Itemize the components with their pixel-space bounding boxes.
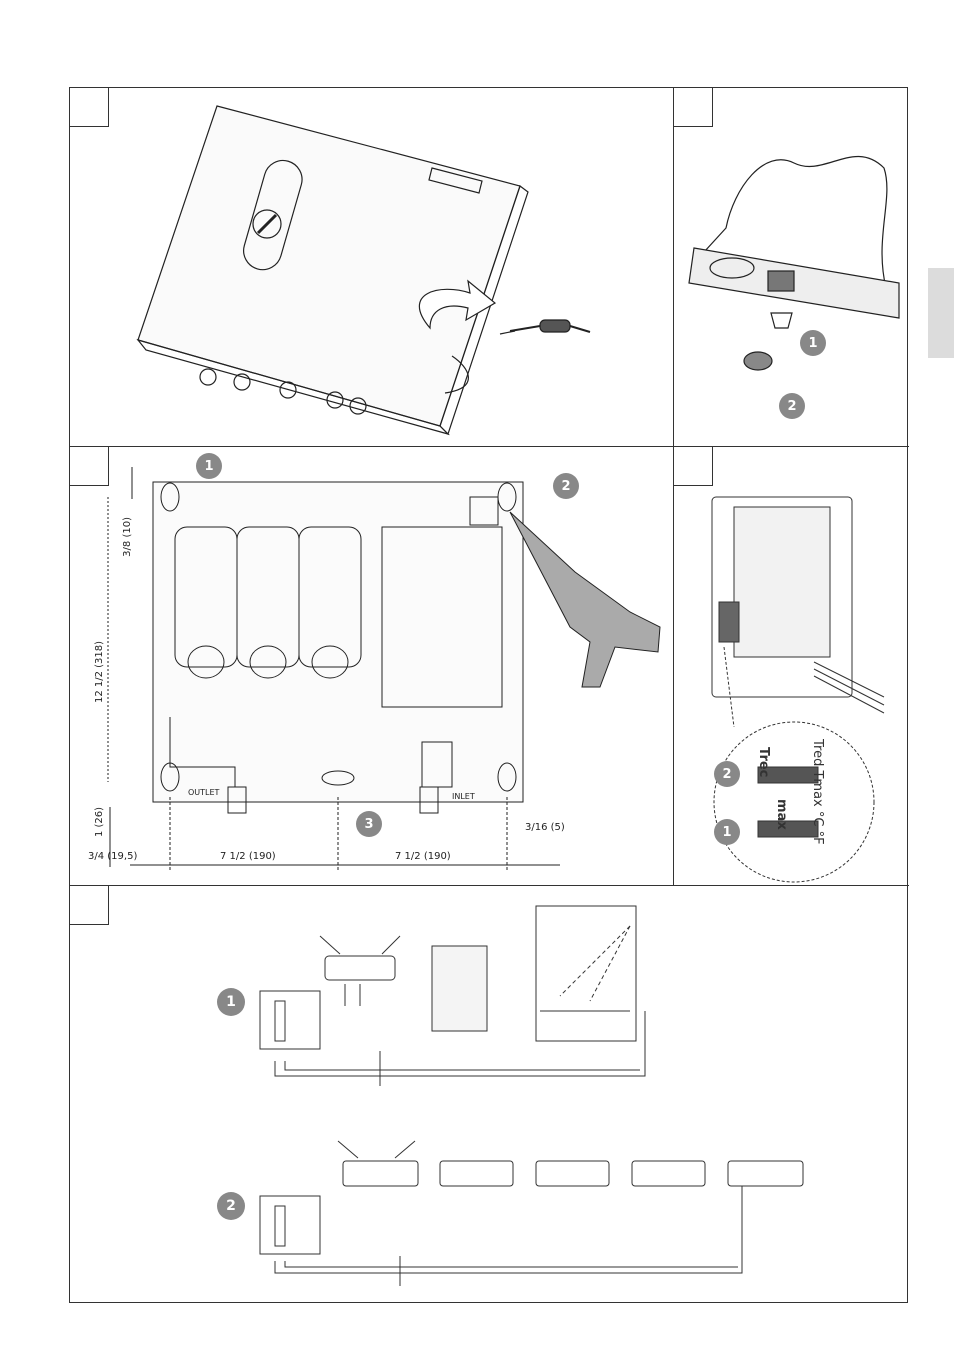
- panel-temperature-switch: Tred Tmax °C °F Trec max 2 1: [674, 447, 909, 886]
- callout-badge: 2: [217, 1192, 245, 1220]
- dim-1: 1 (26): [94, 807, 105, 837]
- tmax-label: max: [774, 799, 789, 830]
- panel-installation-examples: 1 2: [70, 886, 909, 1304]
- panel-cover-removal: [70, 88, 674, 447]
- page-side-tab: [928, 268, 954, 358]
- dim-7-1-2-left: 7 1/2 (190): [220, 851, 276, 862]
- installation-drawing: [70, 886, 909, 1304]
- dim-3-16: 3/16 (5): [525, 822, 565, 833]
- dim-7-1-2-right: 7 1/2 (190): [395, 851, 451, 862]
- panel-filter: 1 2: [674, 88, 909, 447]
- figure-frame: 1 2: [69, 87, 908, 1303]
- callout-badge: 2: [714, 761, 740, 787]
- switch-drawing: Tred Tmax °C °F Trec max: [674, 447, 909, 886]
- callout-badge: 1: [196, 453, 222, 479]
- callout-badge: 2: [553, 473, 579, 499]
- cover-drawing: [70, 88, 674, 447]
- callout-badge: 1: [217, 988, 245, 1016]
- dim-3-8: 3/8 (10): [122, 517, 133, 557]
- callout-badge: 1: [714, 819, 740, 845]
- callout-badge: 3: [356, 811, 382, 837]
- tred-label: Trec: [756, 747, 771, 777]
- panel-mounting-dimensions: OUTLET INLET 3/8 (10) 12 1/2 (318) 1 (26…: [70, 447, 674, 886]
- dim-12-1-2: 12 1/2 (318): [94, 641, 105, 703]
- inlet-label: INLET: [452, 792, 475, 801]
- thermostat-text: Tred Tmax °C °F: [810, 738, 825, 845]
- dim-3-4: 3/4 (19,5): [88, 851, 137, 862]
- outlet-label: OUTLET: [188, 788, 220, 797]
- callout-badge: 2: [779, 393, 805, 419]
- callout-badge: 1: [800, 330, 826, 356]
